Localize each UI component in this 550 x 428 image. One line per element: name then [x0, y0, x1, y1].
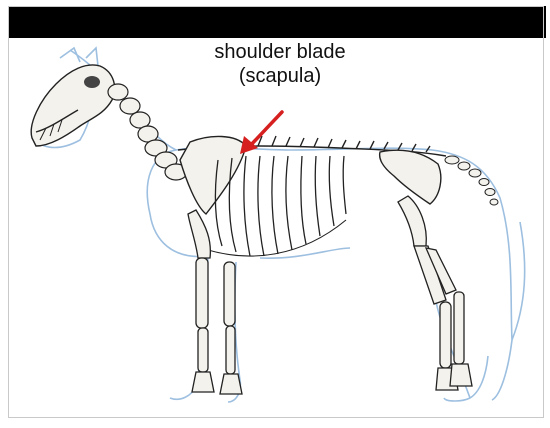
- red-arrow-icon: [240, 112, 282, 154]
- annotation-line-2: (scapula): [180, 64, 380, 88]
- scapula: [180, 136, 246, 214]
- pelvis: [380, 150, 441, 204]
- front-leg-bones: [188, 210, 242, 394]
- skull: [31, 65, 114, 146]
- scapula-annotation: shoulder blade (scapula): [180, 40, 380, 88]
- annotation-line-1: shoulder blade: [180, 40, 380, 64]
- neck-vertebrae: [108, 84, 187, 180]
- hind-leg-bones: [398, 196, 472, 390]
